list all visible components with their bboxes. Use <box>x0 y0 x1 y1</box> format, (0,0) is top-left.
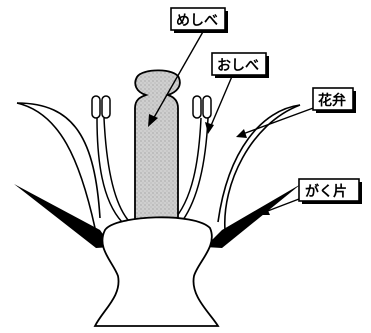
label-pistil: めしべ <box>171 8 228 33</box>
leader-stamen <box>210 74 233 128</box>
arrow-stamen <box>205 122 214 134</box>
arrow-petal <box>236 129 247 138</box>
label-petal: 花弁 <box>313 88 356 113</box>
stamen-anther-left <box>92 96 110 118</box>
pistil <box>135 70 180 228</box>
stamen-anther-right <box>193 96 211 118</box>
label-stamen: おしべ <box>212 53 269 78</box>
label-sepal: がく片 <box>299 179 362 204</box>
receptacle <box>95 217 218 326</box>
label-stamen-text: おしべ <box>217 58 259 74</box>
label-sepal-text: がく片 <box>305 183 347 200</box>
label-pistil-text: めしべ <box>176 13 218 29</box>
label-petal-text: 花弁 <box>318 92 346 109</box>
